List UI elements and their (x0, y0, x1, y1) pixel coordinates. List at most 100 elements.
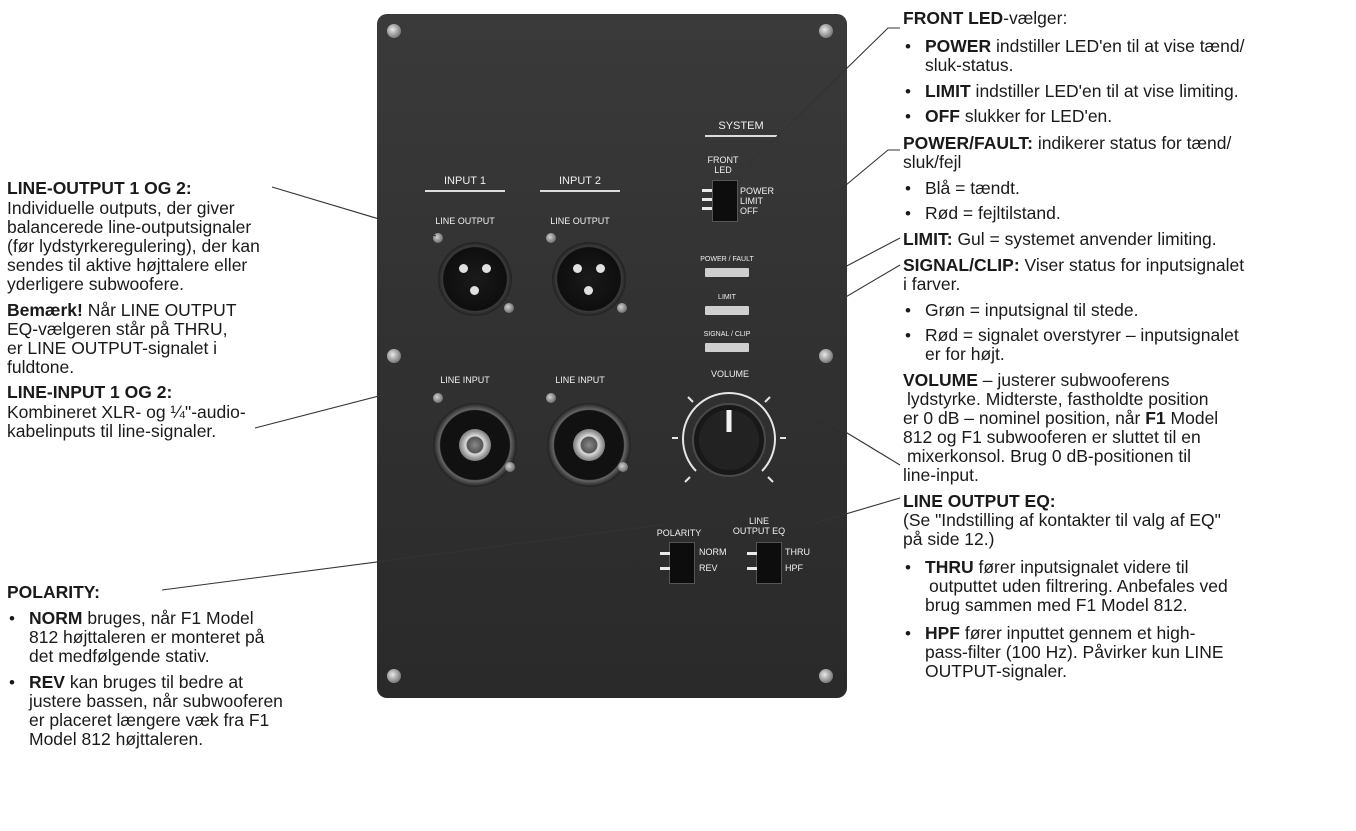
quarter-inch-jack (459, 429, 491, 461)
limit2-bold: LIMIT: (903, 229, 953, 249)
input1-underline (425, 190, 505, 192)
line-output-desc-1: Individuelle outputs, der giver (7, 198, 235, 218)
off-option-label: OFF (740, 206, 758, 216)
volume-line-3: er 0 dB – nominel position, når F1 Model (903, 409, 1218, 428)
norm-bullet-3: det medfølgende stativ. (29, 646, 210, 666)
vol-l3a: er 0 dB – nominel position, når (903, 408, 1146, 428)
panel-screw (819, 349, 833, 363)
xlr-pin (459, 264, 468, 273)
xlr-pin (596, 264, 605, 273)
rear-control-panel: INPUT 1 INPUT 2 SYSTEM LINE OUTPUT LINE … (377, 14, 847, 698)
power-text: indstiller LED'en til at vise tænd/ (991, 36, 1245, 56)
vol-bold: VOLUME (903, 370, 978, 390)
thru-text: fører inputsignalet videre til (973, 557, 1189, 577)
red2-bullet-1: Rød = signalet overstyrer – inputsignale… (903, 326, 1239, 346)
connector-screw (617, 303, 627, 313)
panel-screw (819, 24, 833, 38)
xlr-pin (482, 264, 491, 273)
xlr-pin (573, 264, 582, 273)
switch-tick (702, 189, 712, 192)
switch-tick (747, 552, 757, 555)
volume-heading: VOLUME – justerer subwooferens (903, 371, 1170, 390)
blue-bullet: Blå = tændt. (903, 179, 1020, 199)
front-led-rest: -vælger: (1003, 8, 1068, 28)
rev-bullet-4: Model 812 højttaleren. (29, 729, 204, 749)
line-input-1-combo-jack[interactable] (433, 403, 517, 487)
input2-underline (540, 190, 620, 192)
front-led-label-1: FRONT (707, 155, 739, 165)
power-bullet-1: POWER indstiller LED'en til at vise tænd… (903, 36, 1245, 57)
thru-bold: THRU (925, 557, 974, 577)
panel-screw (819, 669, 833, 683)
off-bullet: OFF slukker for LED'en. (903, 106, 1113, 127)
volume-line-2: lydstyrke. Midterste, fastholdte positio… (907, 389, 1209, 409)
norm-option-label: NORM (699, 547, 727, 557)
thru-bullet-3: brug sammen med F1 Model 812. (925, 595, 1188, 615)
power-fault-led (705, 268, 749, 277)
rev-option-label: REV (699, 563, 718, 573)
system-label: SYSTEM (718, 120, 764, 132)
norm-bold: NORM (29, 608, 83, 628)
line-output-eq-switch[interactable] (756, 542, 782, 584)
system-underline (705, 135, 777, 137)
line-input-2-combo-jack[interactable] (547, 403, 631, 487)
hpf-bullet-3: OUTPUT-signaler. (925, 661, 1067, 681)
limit2-text: Gul = systemet anvender limiting. (952, 229, 1217, 249)
line-input-1-label: LINE INPUT (440, 375, 490, 385)
panel-screw (387, 349, 401, 363)
line-output-desc-2: balancerede line-outputsignaler (7, 217, 252, 237)
off-text: slukker for LED'en. (960, 106, 1113, 126)
line-output-1-xlr[interactable] (438, 242, 512, 316)
front-led-label-2: LED (714, 165, 732, 175)
power-option-label: POWER (740, 186, 775, 196)
front-led-switch[interactable] (712, 180, 738, 222)
green-bullet: Grøn = inputsignal til stede. (903, 301, 1139, 321)
power-fault-heading: POWER/FAULT: indikerer status for tænd/ (903, 134, 1231, 153)
connector-screw (433, 393, 443, 403)
pf-text: indikerer status for tænd/ (1032, 133, 1232, 153)
signal-clip-heading: SIGNAL/CLIP: Viser status for inputsigna… (903, 256, 1244, 275)
limit-bold: LIMIT (925, 81, 971, 101)
pf-bold: POWER/FAULT: (903, 133, 1033, 153)
connector-screw (505, 462, 515, 472)
line-input-title: LINE-INPUT 1 OG 2: (7, 382, 173, 402)
note-line-1: Bemærk! Når LINE OUTPUT (7, 301, 237, 320)
connector-screw (433, 233, 443, 243)
panel-screw (387, 669, 401, 683)
vol-text: – justerer subwooferens (977, 370, 1170, 390)
sc-bold: SIGNAL/CLIP: (903, 255, 1020, 275)
thru-bullet-1: THRU fører inputsignalet videre til (903, 557, 1189, 578)
line-output-2-xlr[interactable] (552, 242, 626, 316)
input2-label: INPUT 2 (559, 175, 601, 187)
power-bold: POWER (925, 36, 992, 56)
norm-bullet-1: NORM bruges, når F1 Model (7, 608, 254, 629)
red-bullet: Rød = fejltilstand. (903, 204, 1061, 224)
front-led-heading: FRONT LED-vælger: (903, 9, 1067, 28)
norm-text: bruges, når F1 Model (82, 608, 254, 628)
power-fault-line-2: sluk/fejl (903, 152, 962, 172)
signal-clip-line-2: i farver. (903, 274, 961, 294)
note-text: Når LINE OUTPUT (82, 300, 237, 320)
off-bold: OFF (925, 106, 960, 126)
line-output-eq-label-2: OUTPUT EQ (732, 526, 786, 536)
power-bullet-2: sluk-status. (925, 55, 1014, 75)
line-input-desc-1: Kombineret XLR- og ¼"-audio- (7, 402, 246, 422)
hpf-option-label: HPF (785, 563, 803, 573)
input1-label: INPUT 1 (444, 175, 486, 187)
hpf-bullet-2: pass-filter (100 Hz). Påvirker kun LINE (925, 642, 1224, 662)
volume-line-4: 812 og F1 subwooferen er sluttet til en (903, 427, 1201, 447)
switch-tick (747, 567, 757, 570)
volume-knob[interactable] (671, 380, 787, 496)
limit-bullet: LIMIT indstiller LED'en til at vise limi… (903, 81, 1239, 102)
rev-bullet-1: REV kan bruges til bedre at (7, 672, 244, 693)
vol-l3c: Model (1165, 408, 1219, 428)
line-output-1-label: LINE OUTPUT (435, 216, 495, 226)
limit-led (705, 306, 749, 315)
polarity-switch[interactable] (669, 542, 695, 584)
volume-line-6: line-input. (903, 465, 979, 485)
rev-text: kan bruges til bedre at (64, 672, 244, 692)
line-output-desc-3: (før lydstyrkeregulering), der kan (7, 236, 260, 256)
note-line-2: EQ-vælgeren står på THRU, (7, 319, 228, 339)
vol-l3b: F1 (1145, 408, 1166, 428)
polarity-title: POLARITY: (7, 582, 101, 602)
